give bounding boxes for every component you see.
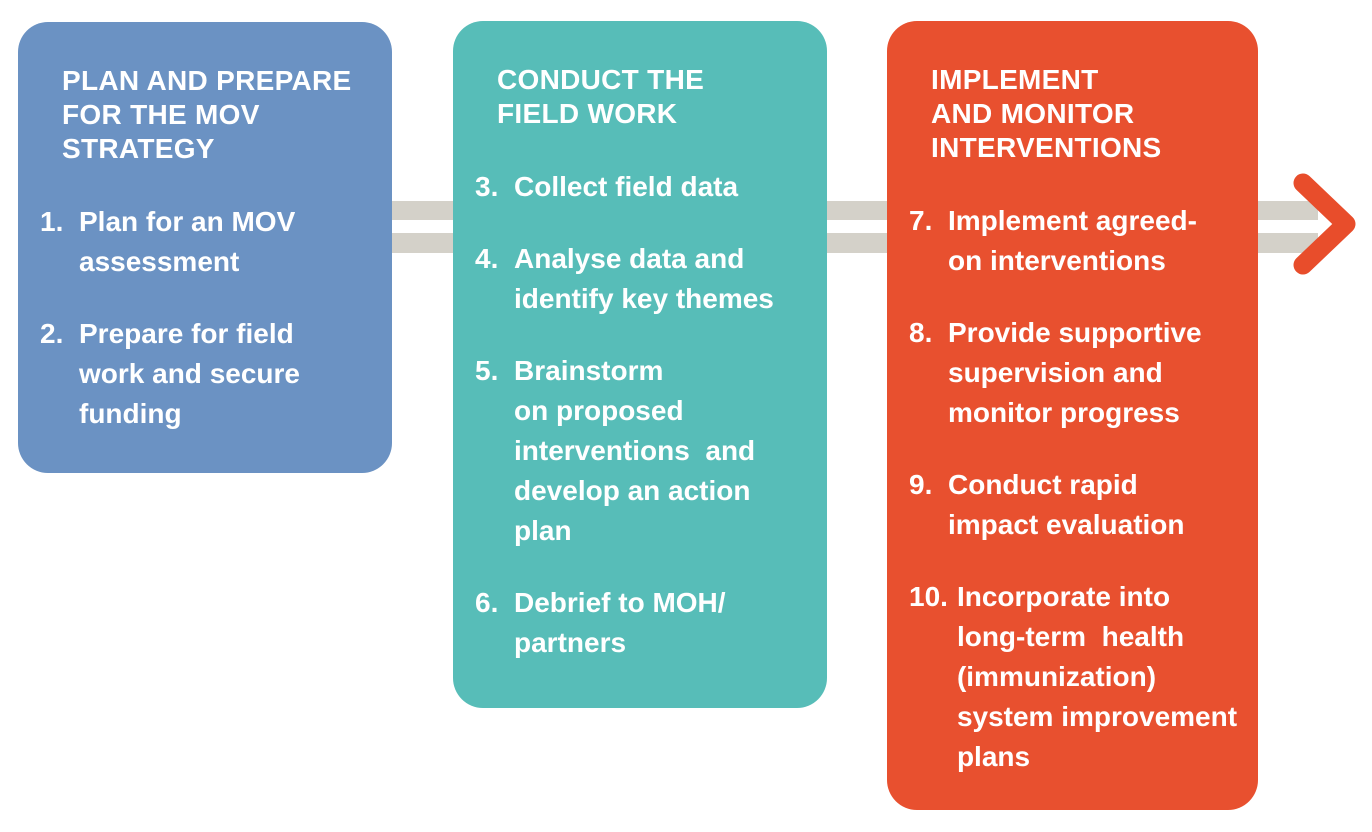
step-list: 3. Collect field data 4. Analyse data an… bbox=[475, 167, 819, 663]
connector-bar-icon bbox=[1258, 233, 1318, 253]
step-item-2: 2. Prepare for field work and secure fun… bbox=[40, 314, 384, 434]
step-item-8: 8. Provide supportive supervision and mo… bbox=[909, 313, 1250, 433]
connector-bar-icon bbox=[827, 201, 887, 220]
step-item-9: 9. Conduct rapid impact evaluation bbox=[909, 465, 1250, 545]
step-number: 7. bbox=[909, 205, 933, 236]
connector-bar-icon bbox=[1258, 201, 1318, 220]
step-text: Analyse data and identify key themes bbox=[514, 243, 774, 314]
connector-bar-icon bbox=[827, 233, 887, 253]
panel-implement-and-monitor: IMPLEMENT AND MONITOR INTERVENTIONS 7. I… bbox=[887, 21, 1258, 810]
flow-arrow-icon bbox=[1293, 173, 1356, 275]
step-number: 8. bbox=[909, 317, 933, 348]
step-number: 9. bbox=[909, 469, 933, 500]
step-number: 6. bbox=[475, 587, 499, 618]
step-text: Debrief to MOH/ partners bbox=[514, 587, 726, 658]
step-text: Plan for an MOV assessment bbox=[79, 206, 296, 277]
step-item-3: 3. Collect field data bbox=[475, 167, 819, 207]
step-text: Implement agreed- on interventions bbox=[948, 205, 1197, 276]
connector-bar-icon bbox=[392, 233, 453, 253]
step-text: Collect field data bbox=[514, 171, 739, 202]
step-number: 1. bbox=[40, 206, 64, 237]
step-item-10: 10. Incorporate into long-term health (i… bbox=[909, 577, 1250, 777]
panel-plan-and-prepare: PLAN AND PREPARE FOR THE MOV STRATEGY 1.… bbox=[18, 22, 392, 473]
step-number: 5. bbox=[475, 355, 499, 386]
step-text: Prepare for field work and secure fundin… bbox=[79, 318, 300, 429]
step-list: 1. Plan for an MOV assessment 2. Prepare… bbox=[40, 202, 384, 434]
panel-title: PLAN AND PREPARE FOR THE MOV STRATEGY bbox=[62, 65, 352, 164]
step-text: Brainstorm on proposed interventions and… bbox=[514, 355, 756, 546]
step-number: 4. bbox=[475, 243, 499, 274]
step-number: 2. bbox=[40, 318, 64, 349]
panel-title: IMPLEMENT AND MONITOR INTERVENTIONS bbox=[931, 64, 1162, 163]
step-item-6: 6. Debrief to MOH/ partners bbox=[475, 583, 819, 663]
step-text: Incorporate into long-term health (immun… bbox=[956, 581, 1238, 772]
step-number: 10. bbox=[909, 581, 948, 612]
step-item-5: 5. Brainstorm on proposed interventions … bbox=[475, 351, 819, 551]
step-list: 7. Implement agreed- on interventions 8.… bbox=[909, 201, 1250, 777]
connector-bar-icon bbox=[392, 201, 453, 220]
step-number: 3. bbox=[475, 171, 499, 202]
step-item-1: 1. Plan for an MOV assessment bbox=[40, 202, 384, 282]
step-text: Provide supportive supervision and monit… bbox=[948, 317, 1202, 428]
step-item-4: 4. Analyse data and identify key themes bbox=[475, 239, 819, 319]
panel-title: CONDUCT THE FIELD WORK bbox=[497, 64, 705, 129]
step-text: Conduct rapid impact evaluation bbox=[948, 469, 1185, 540]
step-item-7: 7. Implement agreed- on interventions bbox=[909, 201, 1250, 281]
panel-conduct-field-work: CONDUCT THE FIELD WORK 3. Collect field … bbox=[453, 21, 827, 708]
